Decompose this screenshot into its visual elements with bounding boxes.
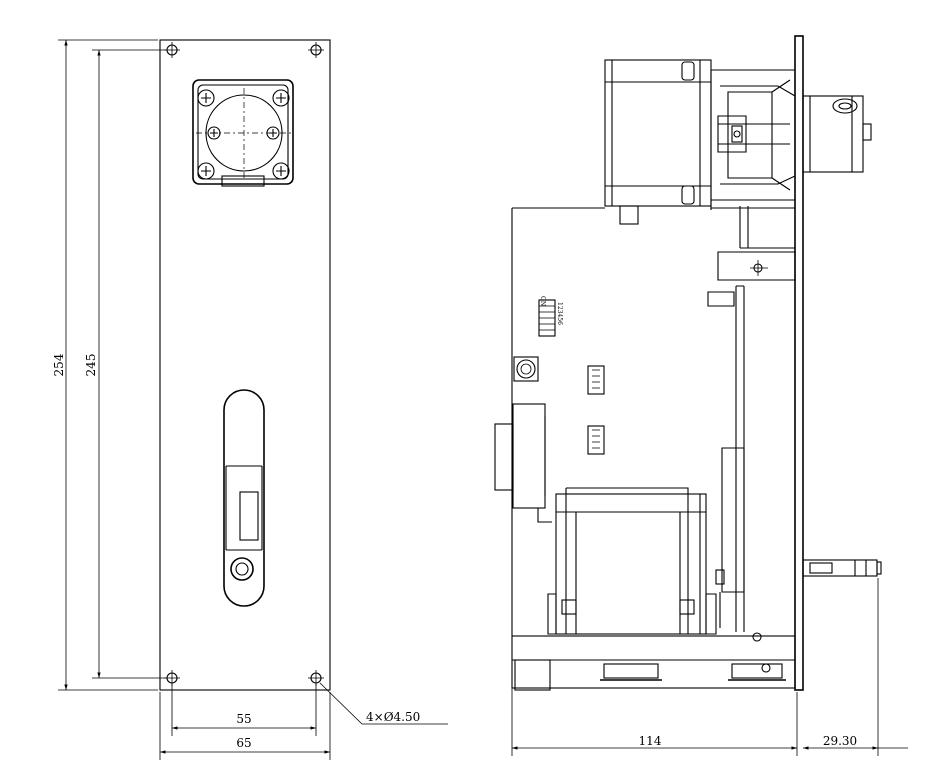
- dimension-55: 55: [171, 684, 317, 736]
- screw-icon: [197, 89, 290, 180]
- dip-switch-numbers: 123456: [556, 302, 563, 325]
- side-view: ON 123456: [494, 35, 908, 756]
- dim-29-30-label: 29.30: [823, 734, 857, 748]
- dimension-254: 254: [52, 39, 158, 691]
- dimension-29-30: 29.30: [803, 578, 908, 756]
- top-motor: [604, 59, 796, 225]
- front-view: 254 245 55 65 4×Ø4.50: [52, 39, 448, 760]
- board-connector-1: [587, 365, 605, 395]
- dimension-114: 114: [511, 640, 798, 756]
- dimension-65: 65: [159, 692, 331, 760]
- dim-254-label: 254: [52, 353, 66, 376]
- side-front-plate: [794, 35, 804, 691]
- front-panel: [159, 39, 331, 691]
- dim-245-label: 245: [84, 354, 98, 377]
- vertical-bracket: [707, 206, 796, 632]
- adjustment-slot: [223, 389, 265, 607]
- hole-callout-label: 4×Ø4.50: [366, 710, 420, 724]
- front-shaft: [802, 559, 882, 577]
- side-plug: [494, 403, 552, 523]
- dim-65-label: 65: [236, 736, 251, 750]
- dim-55-label: 55: [236, 712, 251, 726]
- dip-switch: ON 123456: [538, 296, 563, 337]
- mounting-holes: [164, 42, 324, 686]
- connector-socket: [192, 79, 294, 187]
- dimension-245: 245: [84, 49, 166, 679]
- board-connector-2: [587, 425, 605, 455]
- dip-switch-on-label: ON: [539, 296, 546, 306]
- main-board: [511, 207, 796, 691]
- dim-114-label: 114: [639, 734, 662, 748]
- bottom-motor: [547, 487, 717, 635]
- potentiometer: [513, 356, 539, 382]
- rear-coupling: [802, 95, 872, 173]
- hole-callout: 4×Ø4.50: [319, 682, 448, 725]
